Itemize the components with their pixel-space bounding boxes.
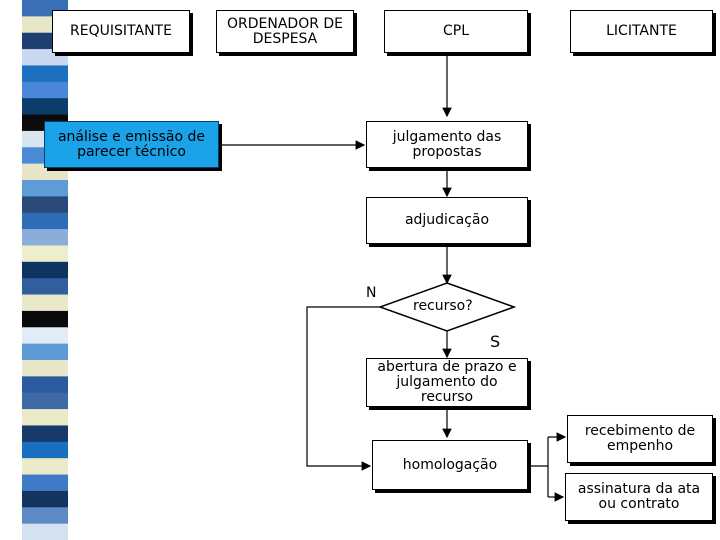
stripe-block (22, 98, 68, 116)
step-julgamento-propostas: julgamento das propostas (366, 121, 528, 168)
header-licitante: LICITANTE (570, 10, 713, 53)
stripe-block (22, 425, 68, 443)
stripe-block (22, 458, 68, 476)
stripe-block (22, 294, 68, 312)
stripe-block (22, 376, 68, 394)
stripe-block (22, 180, 68, 197)
stripe-block (22, 360, 68, 377)
step-assinatura-ata-contrato: assinatura da ata ou contrato (565, 473, 713, 521)
stripe-block (22, 278, 68, 296)
stripe-block (22, 441, 68, 459)
stripe-block (22, 409, 68, 426)
stripe-block (22, 392, 68, 410)
step-abertura-prazo-recurso: abertura de prazo e julgamento do recurs… (366, 358, 528, 407)
stripe-block (22, 81, 68, 99)
stripe-block (22, 507, 68, 525)
recurso-question-label: recurso? (413, 298, 473, 314)
yes-branch-label: S (490, 332, 501, 351)
stripe-block (22, 49, 68, 66)
stripe-block (22, 65, 68, 83)
stripe-block (22, 523, 68, 540)
stripe-block (22, 327, 68, 345)
header-requisitante: REQUISITANTE (52, 10, 190, 53)
stripe-block (22, 474, 68, 492)
stripe-block (22, 261, 68, 279)
step-homologacao: homologação (372, 440, 528, 490)
step-analise-parecer: análise e emissão de parecer técnico (44, 121, 219, 168)
step-recebimento-empenho: recebimento de empenho (567, 415, 713, 463)
stripe-block (22, 196, 68, 214)
arrow-recurso-no-to-homologacao (306, 306, 383, 471)
recurso-decision-diamond (377, 282, 517, 332)
header-ordenador-de-despesa: ORDENADOR DE DESPESA (216, 10, 354, 53)
arrow-homologacao-branch (529, 437, 549, 497)
stripe-block (22, 310, 68, 328)
header-cpl: CPL (384, 10, 528, 53)
stripe-block (22, 343, 68, 361)
step-adjudicacao: adjudicação (366, 197, 528, 244)
stripe-block (22, 245, 68, 263)
no-branch-label: N (366, 285, 377, 301)
stripe-block (22, 229, 68, 246)
stripe-block (22, 490, 68, 508)
stripe-block (22, 212, 68, 230)
decorative-side-stripe (22, 0, 68, 540)
